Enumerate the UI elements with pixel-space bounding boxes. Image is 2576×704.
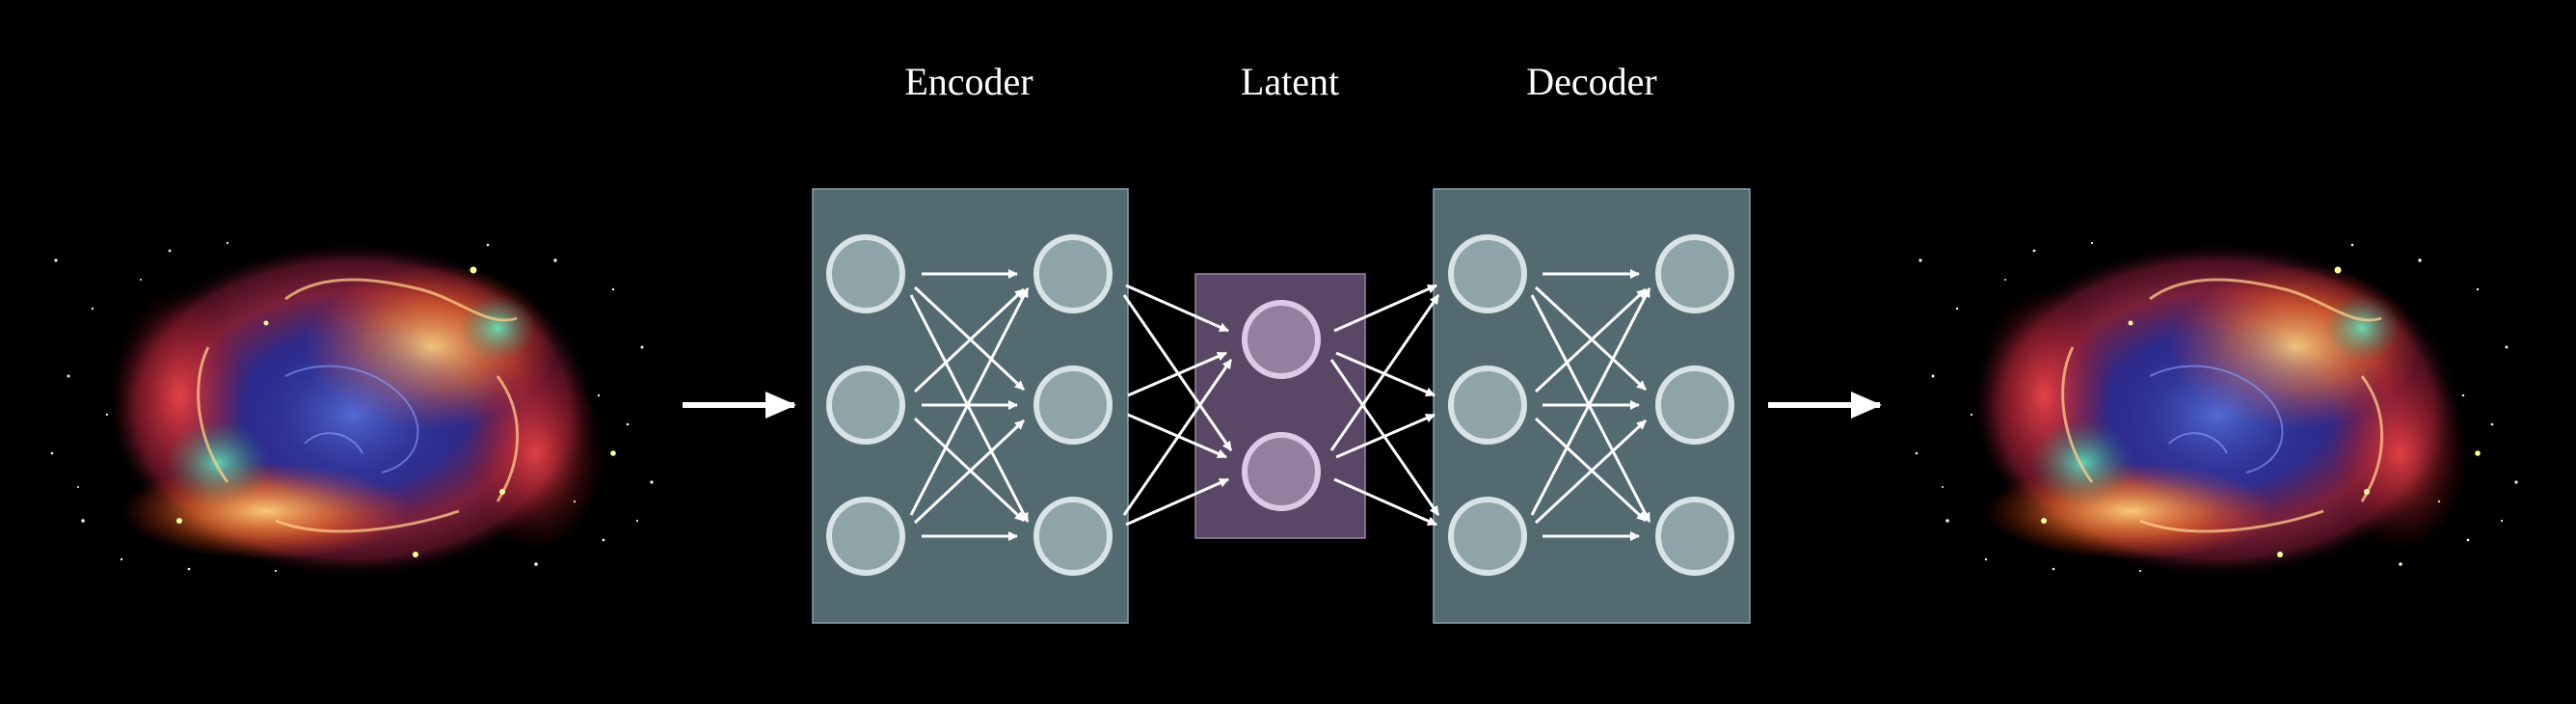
latent-node (1242, 300, 1321, 379)
encoder-hidden-node (1033, 497, 1113, 576)
latent-to-decoder-connections (1329, 284, 1440, 527)
encoder-label: Encoder (904, 60, 1033, 103)
encoder-hidden-node (1033, 234, 1113, 313)
latent-nodes (1242, 300, 1321, 511)
encoder-connections (909, 269, 1030, 541)
decoder-hidden-node (1448, 497, 1527, 576)
decoder-hidden-node (1448, 366, 1527, 445)
encoder-to-latent-connections (1122, 284, 1233, 527)
decoder-output-node (1655, 366, 1734, 445)
encoder-input-node (826, 234, 905, 313)
encoder-hidden-node (1033, 366, 1113, 445)
decoder-output-node (1655, 497, 1734, 576)
latent-label: Latent (1241, 60, 1339, 103)
input-image (33, 230, 663, 582)
latent-node (1242, 432, 1321, 511)
encoder-input-node (826, 366, 905, 445)
encoder-input-node (826, 497, 905, 576)
output-image (1897, 230, 2528, 582)
decoder-label: Decoder (1526, 60, 1656, 103)
encoder-nodes (826, 234, 1113, 576)
decoder-nodes (1448, 234, 1734, 576)
decoder-hidden-node (1448, 234, 1527, 313)
decoder-output-node (1655, 234, 1734, 313)
decoder-connections (1530, 269, 1651, 541)
